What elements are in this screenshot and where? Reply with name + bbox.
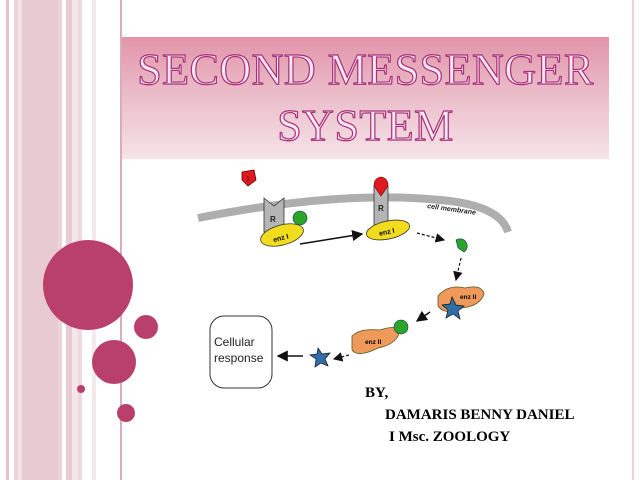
svg-text:R: R xyxy=(378,204,384,213)
enzyme1-icon xyxy=(260,223,304,247)
decor-circle xyxy=(43,240,133,330)
decorative-border xyxy=(632,0,634,480)
by-label: BY, xyxy=(365,385,389,401)
cellular-response-box xyxy=(209,315,273,389)
cellular-response-label: Cellular xyxy=(214,335,255,349)
cellular-response-label: response xyxy=(214,351,264,365)
svg-text:enz II: enz II xyxy=(460,294,476,301)
decor-circle xyxy=(134,315,158,339)
title-banner xyxy=(122,37,609,159)
svg-text:enz II: enz II xyxy=(365,339,381,346)
first-messenger-icon xyxy=(241,169,257,187)
author-name: DAMARIS BENNY DANIEL xyxy=(385,407,575,423)
svg-text:R: R xyxy=(270,215,276,224)
second-messenger-icon xyxy=(393,319,409,335)
receptor-icon xyxy=(263,197,285,233)
effector-star-icon xyxy=(309,347,331,368)
svg-text:enz I: enz I xyxy=(273,233,290,244)
first-messenger-icon xyxy=(373,176,389,197)
svg-text:enz I: enz I xyxy=(379,228,396,238)
decorative-stripes xyxy=(0,0,122,480)
title-line-1: SECOND MESSENGER xyxy=(137,44,594,94)
slide-title: SECOND MESSENGER SYSTEM xyxy=(122,42,609,154)
second-messenger-diagram: cell membrane 1 R enz I R enz I enz II e… xyxy=(197,169,512,389)
author-course: I Msc. ZOOLOGY xyxy=(389,429,511,445)
enzyme1-icon xyxy=(365,219,411,241)
second-messenger-icon xyxy=(455,238,468,253)
title-line-2: SYSTEM xyxy=(277,100,454,150)
svg-text:1: 1 xyxy=(246,176,250,183)
decor-circle xyxy=(117,404,135,422)
decor-circle xyxy=(77,385,85,393)
effector-star-icon xyxy=(441,296,465,320)
decor-circle xyxy=(92,340,136,384)
byline: BY, DAMARIS BENNY DANIEL I Msc. ZOOLOGY xyxy=(365,382,574,448)
second-messenger-icon xyxy=(292,210,308,226)
